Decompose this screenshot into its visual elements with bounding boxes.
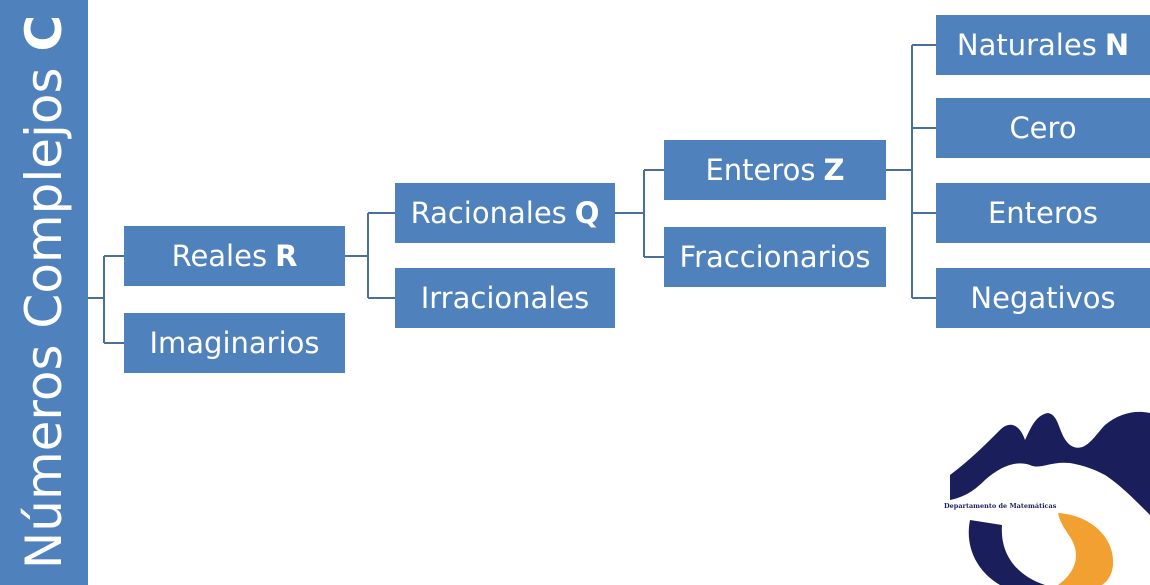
node-irracionales: Irracionales	[395, 268, 615, 328]
root-node-numeros-complejos: Números Complejos C	[0, 0, 88, 585]
node-symbol: Q	[574, 196, 600, 230]
department-logo: Departamento de Matemáticas	[944, 411, 1150, 585]
node-label: Irracionales	[420, 281, 590, 315]
logo-orange-crescent	[1058, 513, 1114, 585]
node-symbol: N	[1104, 28, 1130, 62]
logo-navy-crescent	[968, 520, 1045, 585]
node-label: Cero	[1009, 111, 1077, 145]
node-imaginarios: Imaginarios	[124, 313, 345, 373]
logo-caption: Departamento de Matemáticas	[944, 502, 1057, 510]
node-label: Enteros	[987, 196, 1099, 230]
node-label: Fraccionarios	[679, 240, 871, 274]
connector-root	[88, 255, 124, 344]
node-symbol: R	[275, 239, 298, 273]
node-label: Naturales	[956, 28, 1097, 62]
connector-racionales	[615, 169, 664, 258]
node-negativos: Negativos	[936, 268, 1150, 328]
node-label: Enteros	[705, 153, 816, 187]
node-enteros: Enteros	[936, 183, 1150, 243]
node-label: Imaginarios	[149, 326, 320, 360]
connector-reales	[345, 212, 395, 299]
connector-enteros-z	[886, 44, 936, 299]
node-label: Reales	[171, 239, 268, 273]
logo-navy-shape	[950, 411, 1150, 515]
node-label: Racionales	[410, 196, 567, 230]
node-cero: Cero	[936, 98, 1150, 158]
node-symbol: Z	[823, 153, 845, 187]
node-label: Negativos	[970, 281, 1116, 315]
node-fraccionarios: Fraccionarios	[664, 227, 886, 287]
